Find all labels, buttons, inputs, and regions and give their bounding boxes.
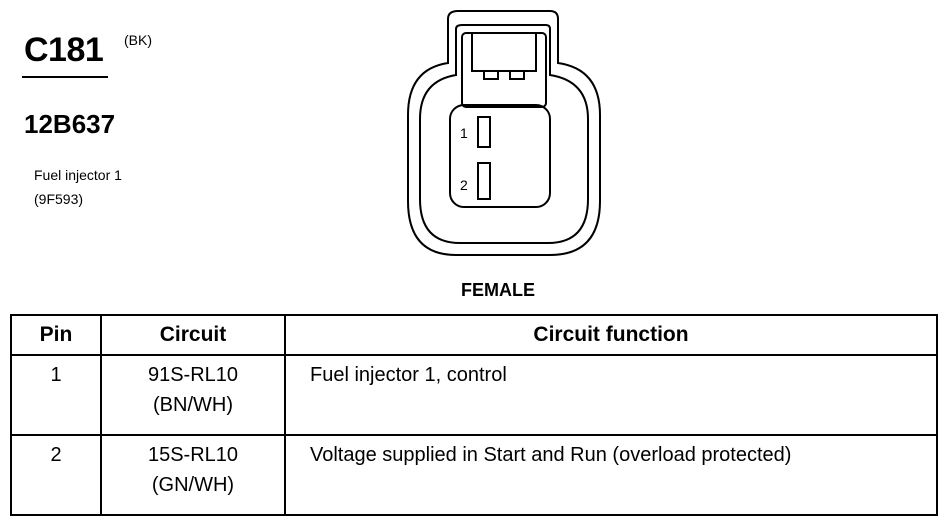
header-divider xyxy=(22,76,108,78)
circuit-id: 15S-RL10 xyxy=(147,444,239,466)
connector-housing xyxy=(407,10,601,256)
wire-color: (BN/WH) xyxy=(153,394,233,416)
pin-1-cavity xyxy=(477,116,491,148)
connector-gender-label: FEMALE xyxy=(461,280,535,300)
pin-number: 2 xyxy=(10,434,102,516)
circuit-function: Voltage supplied in Start and Run (overl… xyxy=(284,434,938,516)
pin-2-cavity xyxy=(477,162,491,200)
part-number: 12B637 xyxy=(24,109,116,139)
component-code: (9F593) xyxy=(34,191,84,207)
pin-cavity-block xyxy=(449,104,551,208)
circuit-id: 91S-RL10 xyxy=(147,364,239,386)
wire-color: (GN/WH) xyxy=(151,474,235,496)
component-name: Fuel injector 1 xyxy=(34,167,122,183)
column-header-pin: Pin xyxy=(10,314,102,356)
connector-id: C181 xyxy=(24,31,104,69)
circuit-cell: 91S-RL10 (BN/WH) xyxy=(100,354,286,436)
circuit-function: Fuel injector 1, control xyxy=(284,354,938,436)
connector-color: (BK) xyxy=(124,32,152,48)
pin-number: 1 xyxy=(10,354,102,436)
column-header-circuit: Circuit xyxy=(100,314,286,356)
table-row: 1 91S-RL10 (BN/WH) Fuel injector 1, cont… xyxy=(10,354,938,436)
column-header-function: Circuit function xyxy=(284,314,938,356)
pinout-table: Pin Circuit Circuit function 1 91S-RL10 … xyxy=(10,314,938,516)
connector-face-diagram: 1 2 xyxy=(407,10,601,256)
table-row: 2 15S-RL10 (GN/WH) Voltage supplied in S… xyxy=(10,434,938,516)
locking-latch xyxy=(461,32,547,108)
circuit-cell: 15S-RL10 (GN/WH) xyxy=(100,434,286,516)
pin-1-label: 1 xyxy=(460,125,468,141)
pin-2-label: 2 xyxy=(460,177,468,193)
table-header-row: Pin Circuit Circuit function xyxy=(10,314,938,356)
